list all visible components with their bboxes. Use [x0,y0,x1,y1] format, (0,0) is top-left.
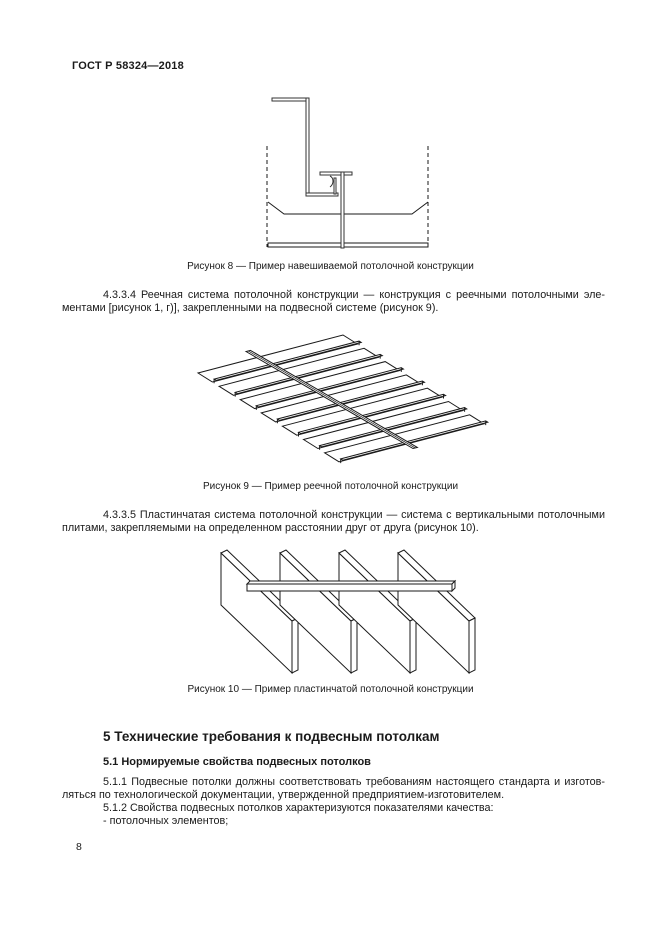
figure-10-drawing [220,549,476,675]
text-line: плитами, закрепляемыми на определенном р… [62,522,479,535]
figure-9-slat-ticks [213,341,487,464]
paragraph-4-3-3-4: 4.3.3.4 Реечная система потолочной конст… [62,289,605,315]
page-number: 8 [76,841,82,853]
figure-9-carrier-rail [244,349,419,450]
text-line: 4.3.3.5 Пластинчатая система потолочной … [103,509,605,521]
figure-9-drawing [196,334,490,464]
text-line: ментами [рисунок 1, г)], закрепленными н… [62,302,439,315]
paragraph-5-1-2: 5.1.2 Свойства подвесных потолков характ… [103,802,494,814]
figure-8-hook [329,175,334,188]
document-number-header: ГОСТ Р 58324—2018 [72,60,184,72]
text-line: 5.1.1 Подвесные потолки должны соответст… [103,776,605,788]
figure-10-carrier-rail [245,579,457,593]
figure-8-panel-lines [267,201,429,215]
section-5-heading: 5 Технические требования к подвесным пот… [103,729,440,744]
figure-9-slats [196,334,490,463]
figure-8-dashed-lines [266,146,429,247]
list-item: - потолочных элементов; [103,815,229,827]
text-line: ляться по технологической документации, … [62,789,505,802]
figure-9-caption: Рисунок 9 — Пример реечной потолочной ко… [202,481,459,492]
text-line: 4.3.3.4 Реечная система потолочной конст… [103,289,605,301]
figure-10-caption: Рисунок 10 — Пример пластинчатой потолоч… [187,684,474,695]
paragraph-4-3-3-5: 4.3.3.5 Пластинчатая система потолочной … [62,509,605,535]
figure-8-caption: Рисунок 8 — Пример навешиваемой потолочн… [187,261,474,272]
figure-8-drawing [266,97,429,249]
section-5-1-subheading: 5.1 Нормируемые свойства подвесных потол… [103,756,371,768]
figure-8-panel-bottom [267,242,429,248]
figure-8-profiles [271,97,353,249]
figure-10-plates [220,549,476,675]
paragraph-5-1-1: 5.1.1 Подвесные потолки должны соответст… [62,776,605,802]
